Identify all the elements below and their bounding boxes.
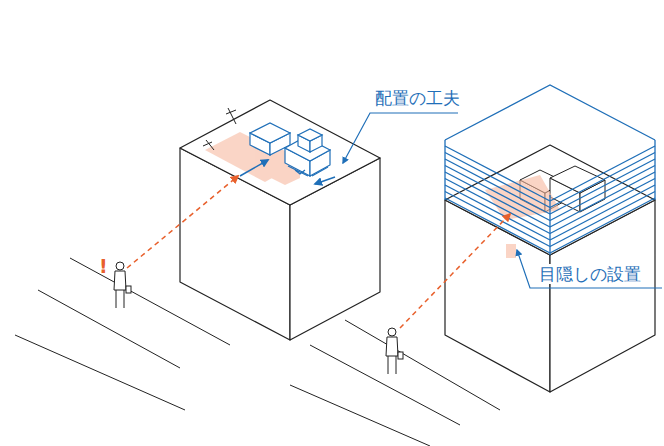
callout-label: 配置の工夫	[373, 88, 462, 108]
alert-mark: !	[99, 255, 108, 278]
louver-slat	[550, 185, 655, 240]
sight-line	[127, 176, 238, 268]
arrow	[315, 177, 335, 184]
leader-line	[343, 113, 662, 288]
callout-label: 目隠しの設置	[537, 264, 643, 284]
pedestrian	[114, 262, 403, 374]
left-building	[180, 100, 380, 340]
person	[386, 328, 403, 374]
louver-slat	[550, 198, 655, 253]
equipment	[250, 123, 330, 176]
person	[114, 262, 131, 308]
louver-slat	[445, 198, 550, 253]
right-building	[445, 145, 655, 392]
louver-slat	[445, 185, 550, 240]
antenna	[203, 108, 236, 150]
louver-slat	[550, 192, 655, 247]
sight-line	[400, 214, 510, 328]
louver-slat	[445, 192, 550, 247]
arrow	[240, 160, 268, 176]
screen-louver	[445, 85, 655, 255]
